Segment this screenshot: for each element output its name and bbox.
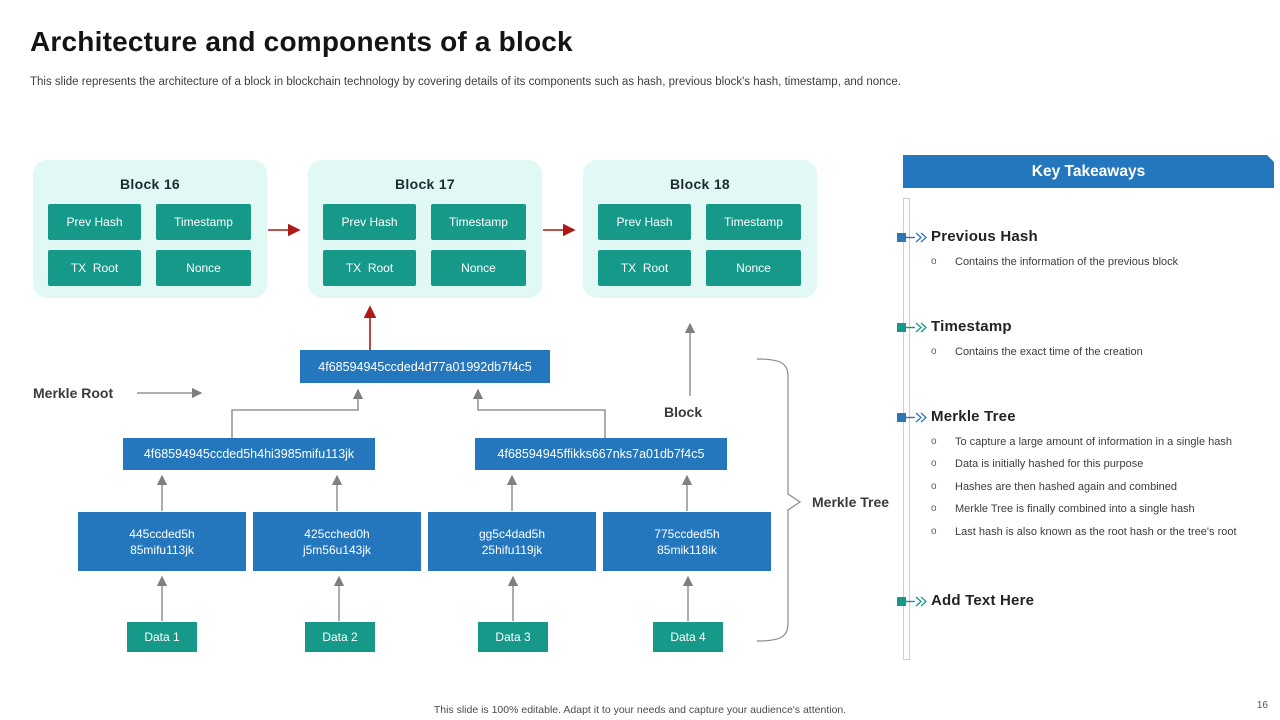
block-title: Block 18 [670, 176, 730, 192]
leaf-hash-3-box[interactable]: gg5c4dad5h 25hifu119jk [428, 512, 596, 571]
square-arrow-icon [897, 322, 927, 332]
block-16-container: Block 16 Prev Hash Timestamp TX Root Non… [33, 160, 267, 298]
block-title: Block 16 [120, 176, 180, 192]
block16-prev-hash-cell[interactable]: Prev Hash [48, 204, 141, 240]
leaf-hash-line: 85mifu113jk [130, 542, 194, 557]
merkle-root-label: Merkle Root [33, 385, 114, 401]
takeaway-item-add-text: Add Text Here [897, 592, 1269, 609]
block17-timestamp-cell[interactable]: Timestamp [431, 204, 526, 240]
takeaways-track [903, 198, 910, 660]
leaf-hash-line: 445ccded5h [129, 526, 195, 541]
block-title: Block 17 [395, 176, 455, 192]
block17-prev-hash-cell[interactable]: Prev Hash [323, 204, 416, 240]
block18-nonce-cell[interactable]: Nonce [706, 250, 801, 286]
leaf-hash-line: 25hifu119jk [481, 542, 543, 557]
data-1-box[interactable]: Data 1 [127, 622, 197, 652]
leaf-hash-line: j5m56u143jk [302, 542, 372, 557]
square-arrow-icon [897, 412, 927, 422]
data-2-box[interactable]: Data 2 [305, 622, 375, 652]
bullet-o-icon: o [931, 458, 937, 470]
takeaway-title: Timestamp [931, 318, 1012, 335]
square-arrow-icon [897, 232, 927, 242]
leaf-hash-line: 775ccded5h [654, 526, 720, 541]
branch-hash-right-box[interactable]: 4f68594945ffikks667nks7a01db7f4c5 [475, 438, 727, 470]
bullet-o-icon: o [931, 256, 937, 267]
block18-tx-root-cell[interactable]: TX Root [598, 250, 691, 286]
takeaway-title: Previous Hash [931, 228, 1038, 245]
block17-tx-root-cell[interactable]: TX Root [323, 250, 416, 286]
block17-nonce-cell[interactable]: Nonce [431, 250, 526, 286]
leaf-hash-line: gg5c4dad5h [478, 526, 546, 541]
block16-tx-root-cell[interactable]: TX Root [48, 250, 141, 286]
branch-hash-left-box[interactable]: 4f68594945ccded5h4hi3985mifu113jk [123, 438, 375, 470]
block16-timestamp-cell[interactable]: Timestamp [156, 204, 251, 240]
leaf-hash-line: 425cched0h [304, 526, 370, 541]
data-3-box[interactable]: Data 3 [478, 622, 548, 652]
block-17-container: Block 17 Prev Hash Timestamp TX Root Non… [308, 160, 542, 298]
block-18-container: Block 18 Prev Hash Timestamp TX Root Non… [583, 160, 817, 298]
connector-branch-right-to-root [472, 388, 606, 438]
page-number: 16 [1256, 700, 1268, 711]
leaf-hash-4-box[interactable]: 775ccded5h 85mik118ik [603, 512, 771, 571]
page-subtitle: This slide represents the architecture o… [30, 76, 901, 88]
leaf-hash-2-box[interactable]: 425cched0h j5m56u143jk [253, 512, 421, 571]
takeaway-title: Add Text Here [931, 592, 1035, 609]
bullet-o-icon: o [931, 503, 937, 515]
bullet-o-icon: o [931, 346, 937, 357]
block18-timestamp-cell[interactable]: Timestamp [706, 204, 801, 240]
leaf-hash-1-box[interactable]: 445ccded5h 85mifu113jk [78, 512, 246, 571]
connector-branch-left-to-root [231, 388, 364, 438]
takeaway-title: Merkle Tree [931, 408, 1016, 425]
key-takeaways-header: Key Takeaways [903, 155, 1274, 188]
block18-prev-hash-cell[interactable]: Prev Hash [598, 204, 691, 240]
merkle-tree-brace [756, 358, 802, 642]
bullet-o-icon: o [931, 525, 937, 537]
page-title: Architecture and components of a block [30, 26, 573, 57]
footer-note: This slide is 100% editable. Adapt it to… [433, 704, 847, 716]
root-hash-box[interactable]: 4f68594945ccded4d77a01992db7f4c5 [300, 350, 550, 383]
data-4-box[interactable]: Data 4 [653, 622, 723, 652]
block-label: Block [664, 404, 703, 420]
square-arrow-icon [897, 596, 927, 606]
bullet-o-icon: o [931, 480, 937, 492]
leaf-hash-line: 85mik118ik [657, 542, 717, 557]
bullet-o-icon: o [931, 436, 937, 447]
block16-nonce-cell[interactable]: Nonce [156, 250, 251, 286]
merkle-tree-label: Merkle Tree [812, 494, 890, 510]
